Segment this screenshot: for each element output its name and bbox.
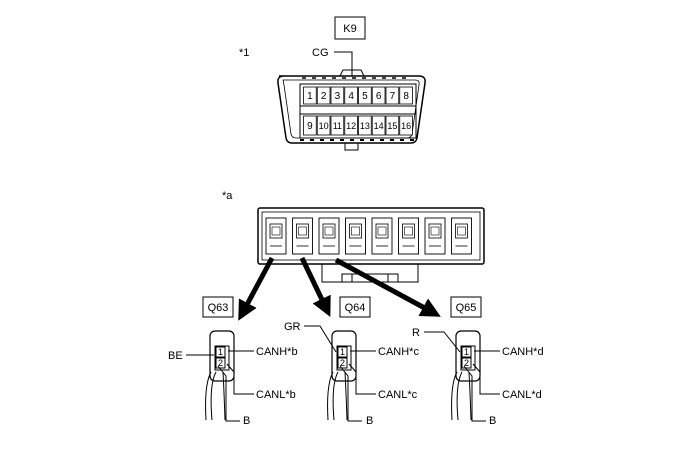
k9-bottom-cell-15 bbox=[385, 115, 400, 136]
q64-pin-1: 1 bbox=[340, 347, 345, 357]
arrow-to-q63 bbox=[238, 256, 275, 321]
k9-top-cell-8 bbox=[399, 86, 413, 105]
q63-ground-label: B bbox=[243, 415, 250, 427]
k9-bottom-pin-13: 13 bbox=[360, 121, 370, 131]
branch-slot bbox=[424, 217, 446, 255]
q65-pin-1: 1 bbox=[464, 347, 469, 357]
branch-slot bbox=[398, 217, 419, 255]
k9-bottom-cell-16 bbox=[399, 115, 413, 136]
k9-top-pin-3: 3 bbox=[335, 91, 341, 102]
q64-label: Q64 bbox=[345, 302, 366, 314]
q65-canh-label: CANH*d bbox=[502, 346, 544, 358]
q65-label: Q65 bbox=[456, 302, 477, 314]
k9-label: K9 bbox=[343, 23, 356, 35]
branch-slot bbox=[292, 217, 313, 255]
q63-connector: Q63 1 2 BE CANH*b CANL*b B bbox=[168, 296, 298, 427]
k9-bottom-pin-14: 14 bbox=[374, 121, 384, 131]
k9-top-cell-2 bbox=[316, 86, 331, 105]
q63-canl-label: CANL*b bbox=[256, 389, 296, 401]
k9-top-cell-6 bbox=[371, 86, 386, 105]
k9-bottom-cell-11 bbox=[330, 115, 345, 136]
k9-top-pin-6: 6 bbox=[376, 91, 382, 102]
cg-label: CG bbox=[312, 47, 329, 59]
q64-ground-label: B bbox=[366, 415, 373, 427]
q63-pin-1: 1 bbox=[218, 347, 223, 357]
k9-bottom-pin-9: 9 bbox=[307, 121, 313, 132]
k9-bottom-cell-13 bbox=[358, 115, 372, 136]
k9-label-box bbox=[334, 16, 366, 40]
q65-connector: Q65 1 2 R CANH*d CANL*d B bbox=[412, 296, 544, 427]
pin-frame bbox=[299, 83, 417, 139]
k9-top-cell-4 bbox=[344, 86, 358, 105]
k9-bottom-cell-12 bbox=[344, 115, 358, 136]
k9-top-cell-7 bbox=[385, 86, 400, 105]
q64-wire-color: GR bbox=[284, 321, 301, 333]
k9-top-pin-2: 2 bbox=[321, 91, 327, 102]
branch-slot bbox=[451, 217, 472, 255]
branch-slot bbox=[345, 217, 366, 255]
q65-pin-2: 2 bbox=[464, 358, 469, 368]
k9-top-cell-3 bbox=[330, 86, 345, 105]
q65-label-box bbox=[450, 296, 482, 318]
k9-bottom-pin-12: 12 bbox=[346, 121, 356, 131]
branch-connector: *a bbox=[222, 190, 485, 283]
q63-pin-2: 2 bbox=[218, 358, 223, 368]
branch-slot bbox=[371, 217, 393, 255]
q63-label-box bbox=[202, 296, 234, 318]
q63-label: Q63 bbox=[208, 302, 229, 314]
branch-slot bbox=[318, 217, 340, 255]
q63-wire-color: BE bbox=[168, 350, 183, 362]
q64-label-box bbox=[339, 296, 371, 318]
k9-top-pin-5: 5 bbox=[362, 91, 368, 102]
k9-bottom-pin-15: 15 bbox=[387, 121, 397, 131]
q64-connector: Q64 1 2 GR CANH*c CANL*c B bbox=[284, 296, 419, 427]
k9-top-pin-1: 1 bbox=[307, 91, 313, 102]
k9-bottom-cell-14 bbox=[371, 115, 386, 136]
q65-ground-label: B bbox=[489, 415, 496, 427]
q63-canh-label: CANH*b bbox=[256, 346, 298, 358]
q64-canh-label: CANH*c bbox=[378, 346, 419, 358]
callout-star-a: *a bbox=[222, 190, 233, 202]
k9-top-pin-4: 4 bbox=[348, 91, 354, 102]
dlc3-latch bbox=[339, 69, 365, 77]
q65-wire-color: R bbox=[412, 327, 420, 339]
k9-bottom-cell-9 bbox=[303, 115, 317, 136]
branch-slot bbox=[265, 217, 287, 255]
k9-bottom-pin-10: 10 bbox=[319, 121, 329, 131]
k9-bottom-pin-11: 11 bbox=[333, 121, 342, 131]
k9-top-cell-5 bbox=[358, 86, 372, 105]
k9-bottom-cell-10 bbox=[316, 115, 331, 136]
arrow-to-q65 bbox=[334, 257, 441, 317]
q64-canl-label: CANL*c bbox=[378, 389, 418, 401]
branch-housing bbox=[257, 207, 485, 265]
k9-bottom-pin-16: 16 bbox=[401, 121, 411, 131]
k9-top-cell-1 bbox=[303, 86, 317, 105]
k9-top-pin-8: 8 bbox=[403, 91, 409, 102]
callout-star-1: *1 bbox=[239, 47, 249, 59]
k9-top-pin-7: 7 bbox=[390, 91, 396, 102]
q65-canl-label: CANL*d bbox=[502, 389, 542, 401]
branch-slots bbox=[265, 217, 472, 255]
q64-pin-2: 2 bbox=[340, 358, 345, 368]
dlc3-bottom-tab bbox=[344, 143, 359, 151]
cg-leader-line bbox=[334, 51, 353, 82]
dlc3-ribs bbox=[300, 77, 414, 141]
arrow-to-q64 bbox=[299, 256, 331, 318]
